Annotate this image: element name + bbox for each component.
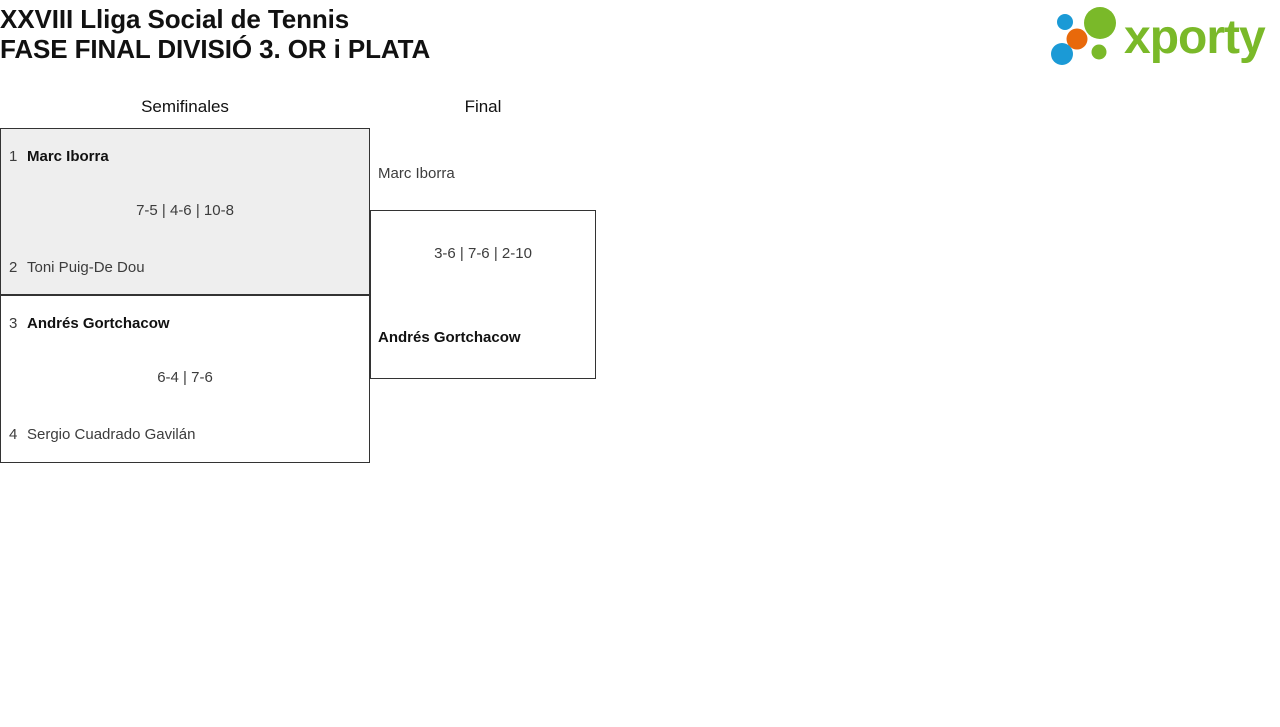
player-name: Andrés Gortchacow [27, 315, 170, 332]
player-name: Toni Puig-De Dou [27, 259, 145, 276]
match-semifinal-2[interactable]: 3 Andrés Gortchacow 6-4 | 7-6 4 Sergio C… [0, 295, 370, 463]
tournament-title-line-1: XXVIII Lliga Social de Tennis [0, 4, 350, 34]
match-semifinal-1[interactable]: 1 Marc Iborra 7-5 | 4-6 | 10-8 2 Toni Pu… [0, 128, 370, 295]
round-header-semifinales: Semifinales [141, 97, 229, 116]
round-header-final: Final [464, 97, 502, 116]
player-name: Sergio Cuadrado Gavilán [27, 426, 196, 443]
player-name: Andrés Gortchacow [378, 329, 521, 346]
match-player-top[interactable]: 3 Andrés Gortchacow [1, 313, 369, 335]
match-final[interactable]: Marc Iborra 3-6 | 7-6 | 2-10 Andrés Gort… [370, 165, 596, 379]
seed-number: 4 [9, 426, 18, 443]
page-title: XXVIII Lliga Social de Tennis FASE FINAL… [0, 0, 900, 64]
match-player-bottom[interactable]: Andrés Gortchacow [371, 327, 595, 349]
match-player-bottom[interactable]: 4 Sergio Cuadrado Gavilán [1, 424, 369, 446]
tournament-subtitle-line-2: FASE FINAL DIVISIÓ 3. OR i PLATA [0, 34, 431, 64]
match-score: 6-4 | 7-6 [157, 369, 213, 386]
player-name: Marc Iborra [27, 148, 109, 165]
player-name: Marc Iborra [378, 165, 455, 182]
logo-dots-icon [1051, 7, 1116, 65]
match-score: 3-6 | 7-6 | 2-10 [434, 245, 532, 262]
seed-number: 3 [9, 315, 18, 332]
xporty-logo: xporty [1048, 6, 1274, 68]
seed-number: 2 [9, 259, 18, 276]
match-player-bottom[interactable]: 2 Toni Puig-De Dou [1, 257, 369, 279]
match-score: 7-5 | 4-6 | 10-8 [136, 202, 234, 219]
match-player-top[interactable]: 1 Marc Iborra [1, 146, 369, 168]
logo-wordmark: xporty [1124, 11, 1266, 64]
match-player-top[interactable]: Marc Iborra [371, 163, 595, 185]
seed-number: 1 [9, 148, 18, 165]
